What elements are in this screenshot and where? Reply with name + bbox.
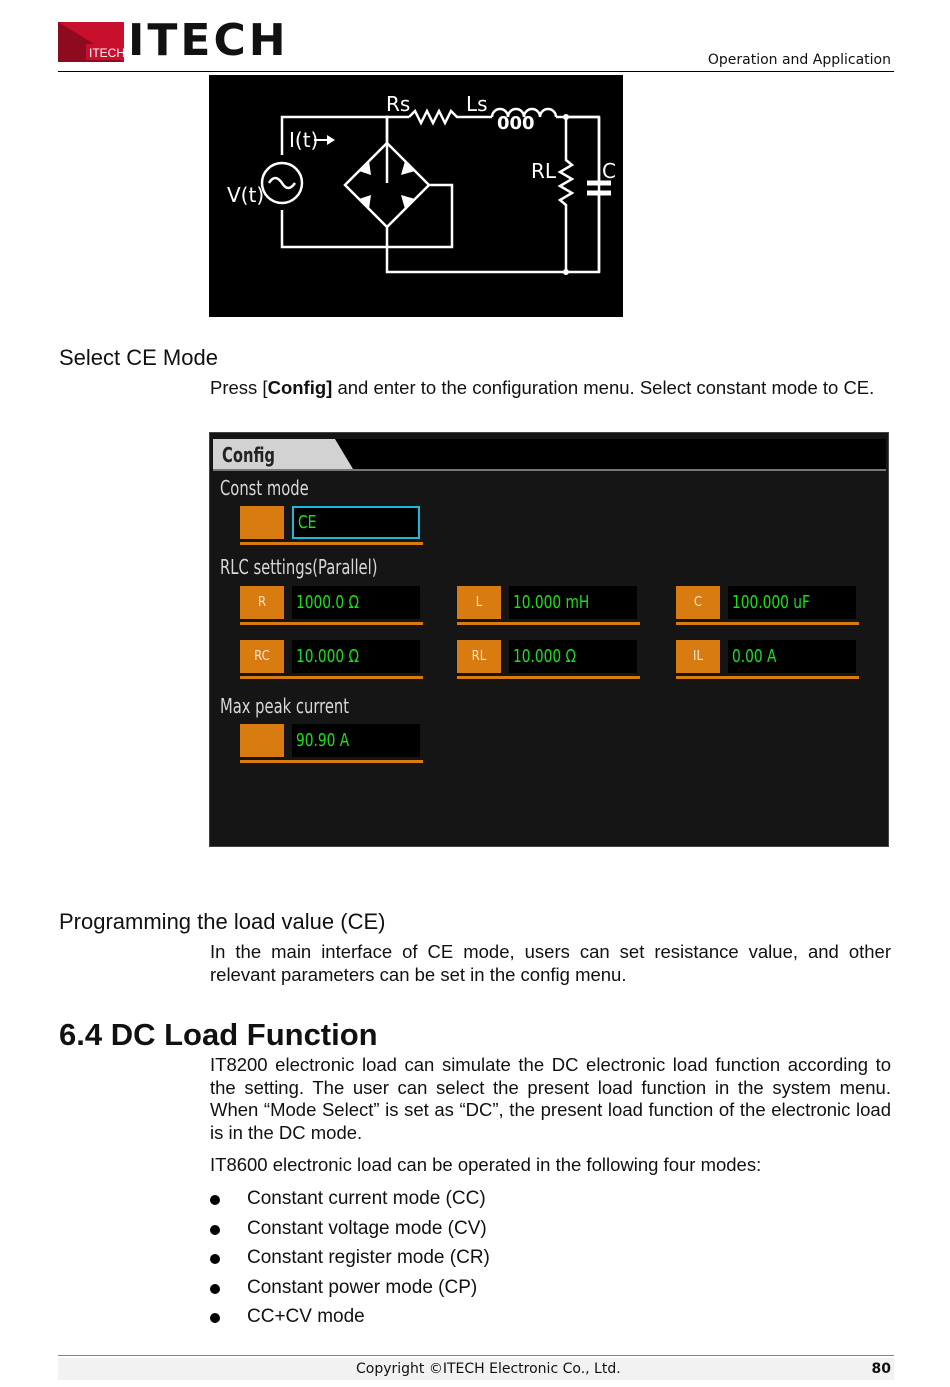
section-heading-dc-load: 6.4 DC Load Function (59, 1017, 378, 1052)
resistor-rl-icon (557, 117, 575, 272)
programming-paragraph: In the main interface of CE mode, users … (210, 941, 891, 985)
current-label: I(t) (289, 128, 318, 152)
max-peak-value[interactable]: 90.90 A (292, 724, 420, 757)
dc-load-paragraph-1: IT8200 electronic load can simulate the … (210, 1054, 891, 1143)
field-r-key: R (240, 586, 284, 619)
select-ce-heading: Select CE Mode (59, 345, 218, 370)
logo-sub-text: ITECH (89, 46, 124, 60)
inductor-ls-icon (490, 107, 558, 118)
logo-text: ITECH (128, 15, 289, 66)
tab-config[interactable]: Config (222, 443, 275, 467)
field-rc[interactable]: RC 10.000 Ω (240, 640, 423, 679)
header-divider (58, 71, 894, 72)
bullet-icon (210, 1225, 220, 1235)
footer-copyright: Copyright ©ITECH Electronic Co., Ltd. (356, 1361, 621, 1377)
max-peak-field[interactable]: 90.90 A (240, 724, 423, 763)
c-label: C (602, 159, 616, 183)
field-rc-value[interactable]: 10.000 Ω (292, 640, 420, 673)
field-il-value[interactable]: 0.00 A (728, 640, 856, 673)
coil-label: 000 (497, 113, 535, 134)
wire-top-left (280, 115, 389, 183)
field-rl[interactable]: RL 10.000 Ω (457, 640, 640, 679)
programming-heading: Programming the load value (CE) (59, 909, 386, 934)
rl-label: RL (531, 159, 557, 183)
select-ce-paragraph: Press [Config] and enter to the configur… (210, 377, 891, 400)
resistor-rs-icon (408, 108, 492, 126)
wire-bottom-left (280, 210, 387, 249)
const-mode-key (240, 506, 284, 539)
field-l[interactable]: L 10.000 mH (457, 586, 640, 625)
ls-label: Ls (466, 92, 488, 116)
config-tab-shape (213, 439, 353, 469)
const-mode-value[interactable]: CE (292, 506, 420, 539)
field-c-key: C (676, 586, 720, 619)
wire-bridge-top (385, 115, 409, 143)
config-divider (213, 469, 886, 471)
field-rc-key: RC (240, 640, 284, 673)
select-ce-config-key: Config] (267, 377, 333, 398)
circuit-svg: Rs Ls 000 I(t) V(t) RL C (227, 92, 616, 275)
field-l-key: L (457, 586, 501, 619)
const-mode-field[interactable]: CE (240, 506, 423, 545)
itech-logo-mark-icon: ITECH (58, 22, 124, 62)
dc-load-paragraph-2: IT8600 electronic load can be operated i… (210, 1154, 762, 1175)
bullet-icon (210, 1254, 220, 1264)
select-ce-text-after: and enter to the configuration menu. Sel… (332, 377, 875, 398)
max-peak-label: Max peak current (220, 694, 350, 718)
footer-divider (58, 1355, 894, 1356)
header-section-title: Operation and Application (707, 52, 891, 68)
bridge-diodes-icon (359, 161, 415, 209)
field-l-value[interactable]: 10.000 mH (509, 586, 637, 619)
max-peak-key (240, 724, 284, 757)
itech-logo: ITECH ITECH (58, 16, 294, 66)
field-rl-value[interactable]: 10.000 Ω (509, 640, 637, 673)
ce-circuit-diagram: Rs Ls 000 I(t) V(t) RL C (209, 75, 623, 317)
current-arrow-icon (327, 135, 335, 145)
page-number: 80 (871, 1361, 891, 1377)
rs-label: Rs (386, 92, 410, 116)
voltage-label: V(t) (227, 183, 264, 207)
field-r[interactable]: R 1000.0 Ω (240, 586, 423, 625)
field-il[interactable]: IL 0.00 A (676, 640, 859, 679)
rlc-settings-label: RLC settings(Parallel) (220, 555, 378, 579)
select-ce-text-before: Press [ (210, 377, 268, 398)
field-il-key: IL (676, 640, 720, 673)
bullet-icon (210, 1284, 220, 1294)
ac-source-icon (260, 161, 304, 205)
bullet-icon (210, 1195, 220, 1205)
bullet-icon (210, 1313, 220, 1323)
field-c[interactable]: C 100.000 uF (676, 586, 859, 625)
footer-band (58, 1358, 894, 1380)
config-screen: Config Const mode CE RLC settings(Parall… (209, 432, 889, 847)
field-rl-key: RL (457, 640, 501, 673)
wire-bridge-right (387, 183, 454, 249)
sine-wave-icon (267, 176, 297, 190)
field-c-value[interactable]: 100.000 uF (728, 586, 856, 619)
const-mode-label: Const mode (220, 476, 309, 500)
field-r-value[interactable]: 1000.0 Ω (292, 586, 420, 619)
